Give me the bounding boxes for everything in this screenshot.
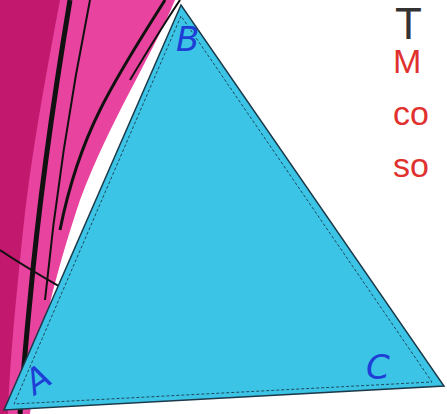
text-fragment: M (393, 44, 421, 78)
vertex-label: B (176, 22, 199, 56)
stitch-line (14, 16, 432, 404)
text-fragment: co (393, 96, 429, 130)
vertex-label: C (366, 350, 390, 384)
heading-fragment: T (395, 2, 422, 46)
text-fragment: so (393, 148, 429, 182)
triangle (4, 5, 444, 410)
